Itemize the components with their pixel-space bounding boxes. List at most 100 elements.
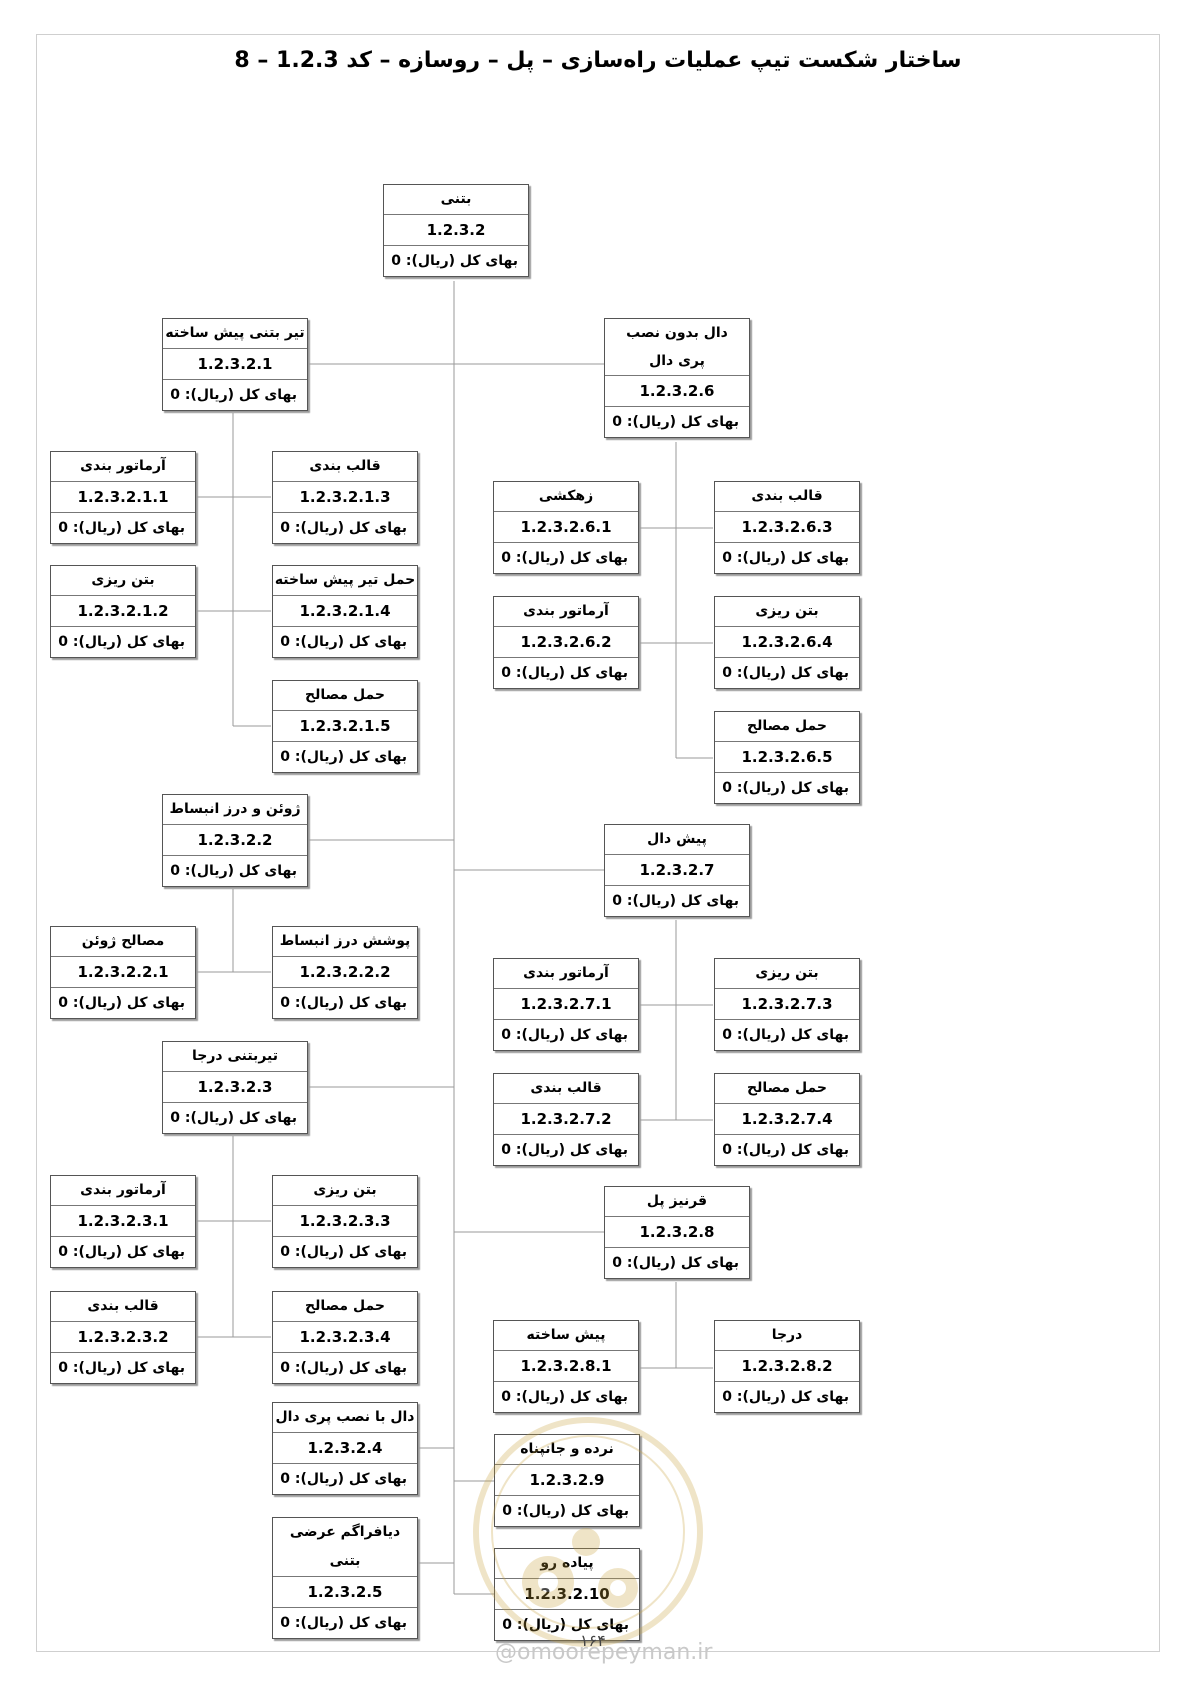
node-price: بهای کل (ریال): 0 [280, 1244, 407, 1260]
wbs-node-1.2.3.2.6.3: قالب بندی 1.2.3.2.6.3 بهای کل (ریال): 0 [714, 481, 860, 574]
node-code: 1.2.3.2.6.3 [715, 512, 859, 543]
wbs-node-1.2.3.2.7.3: بتن ریزی 1.2.3.2.7.3 بهای کل (ریال): 0 [714, 958, 860, 1051]
node-price: بهای کل (ریال): 0 [502, 1503, 629, 1519]
node-name: دال با نصب پری دال [273, 1403, 417, 1433]
node-code: 1.2.3.2.2 [163, 825, 307, 856]
node-price: بهای کل (ریال): 0 [501, 665, 628, 681]
node-price: بهای کل (ریال): 0 [280, 634, 407, 650]
node-name: بتن ریزی [273, 1176, 417, 1206]
node-price: بهای کل (ریال): 0 [612, 893, 739, 909]
node-price: بهای کل (ریال): 0 [501, 550, 628, 566]
wbs-node-1.2.3.2.6.1: زهکشی 1.2.3.2.6.1 بهای کل (ریال): 0 [493, 481, 639, 574]
wbs-node-1.2.3.2.6.4: بتن ریزی 1.2.3.2.6.4 بهای کل (ریال): 0 [714, 596, 860, 689]
node-code: 1.2.3.2.3 [163, 1072, 307, 1103]
node-price: بهای کل (ریال): 0 [722, 1142, 849, 1158]
wbs-node-1.2.3.2.1.2: بتن ریزی 1.2.3.2.1.2 بهای کل (ریال): 0 [50, 565, 196, 658]
wbs-node-1.2.3.2.8.1: پیش ساخته 1.2.3.2.8.1 بهای کل (ریال): 0 [493, 1320, 639, 1413]
node-code: 1.2.3.2.7.2 [494, 1104, 638, 1135]
node-name: دال بدون نصب پری دال [605, 319, 749, 376]
node-price: بهای کل (ریال): 0 [170, 1110, 297, 1126]
node-code: 1.2.3.2.8.1 [494, 1351, 638, 1382]
wbs-node-root: بتنی 1.2.3.2 بهای کل (ریال): 0 [383, 184, 529, 277]
wbs-node-1.2.3.2.3.1: آرماتور بندی 1.2.3.2.3.1 بهای کل (ریال):… [50, 1175, 196, 1268]
page-frame [36, 34, 1160, 1652]
watermark-text: @omoorepeyman.ir [495, 1640, 713, 1665]
wbs-node-1.2.3.2.1.3: قالب بندی 1.2.3.2.1.3 بهای کل (ریال): 0 [272, 451, 418, 544]
node-name: پوشش درز انبساط [273, 927, 417, 957]
wbs-node-1.2.3.2.3.4: حمل مصالح 1.2.3.2.3.4 بهای کل (ریال): 0 [272, 1291, 418, 1384]
node-code: 1.2.3.2.4 [273, 1433, 417, 1464]
node-name: زهکشی [494, 482, 638, 512]
wbs-node-1.2.3.2.8.2: درجا 1.2.3.2.8.2 بهای کل (ریال): 0 [714, 1320, 860, 1413]
node-name: بتن ریزی [715, 597, 859, 627]
node-name: آرماتور بندی [494, 959, 638, 989]
node-price: بهای کل (ریال): 0 [280, 749, 407, 765]
node-code: 1.2.3.2.7.3 [715, 989, 859, 1020]
node-price: بهای کل (ریال): 0 [58, 995, 185, 1011]
node-name: قالب بندی [273, 452, 417, 482]
wbs-node-1.2.3.2.3.2: قالب بندی 1.2.3.2.3.2 بهای کل (ریال): 0 [50, 1291, 196, 1384]
node-name: قالب بندی [51, 1292, 195, 1322]
node-name: مصالح ژوئن [51, 927, 195, 957]
node-name: حمل مصالح [273, 681, 417, 711]
node-code: 1.2.3.2.3.3 [273, 1206, 417, 1237]
node-name: قالب بندی [715, 482, 859, 512]
wbs-node-1.2.3.2.1: تیر بتنی پیش ساخته 1.2.3.2.1 بهای کل (ری… [162, 318, 308, 411]
wbs-node-1.2.3.2.6.2: آرماتور بندی 1.2.3.2.6.2 بهای کل (ریال):… [493, 596, 639, 689]
node-code: 1.2.3.2.6.2 [494, 627, 638, 658]
node-code: 1.2.3.2.6.4 [715, 627, 859, 658]
node-price: بهای کل (ریال): 0 [280, 1615, 407, 1631]
wbs-node-1.2.3.2.1.4: حمل تیر پیش ساخته 1.2.3.2.1.4 بهای کل (ر… [272, 565, 418, 658]
node-price: بهای کل (ریال): 0 [170, 387, 297, 403]
node-name: بتن ریزی [715, 959, 859, 989]
node-name: حمل تیر پیش ساخته [273, 566, 417, 596]
node-price: بهای کل (ریال): 0 [58, 520, 185, 536]
node-price: بهای کل (ریال): 0 [722, 665, 849, 681]
node-price: بهای کل (ریال): 0 [58, 1360, 185, 1376]
node-code: 1.2.3.2.1.3 [273, 482, 417, 513]
wbs-node-1.2.3.2.2.1: مصالح ژوئن 1.2.3.2.2.1 بهای کل (ریال): 0 [50, 926, 196, 1019]
node-name: حمل مصالح [715, 1074, 859, 1104]
node-price: بهای کل (ریال): 0 [501, 1142, 628, 1158]
wbs-node-1.2.3.2.7.1: آرماتور بندی 1.2.3.2.7.1 بهای کل (ریال):… [493, 958, 639, 1051]
wbs-node-1.2.3.2.6: دال بدون نصب پری دال 1.2.3.2.6 بهای کل (… [604, 318, 750, 438]
wbs-node-1.2.3.2.2: ژوئن و درز انبساط 1.2.3.2.2 بهای کل (ریا… [162, 794, 308, 887]
node-code: 1.2.3.2.7.4 [715, 1104, 859, 1135]
node-code: 1.2.3.2.1 [163, 349, 307, 380]
node-price: بهای کل (ریال): 0 [58, 1244, 185, 1260]
node-name: آرماتور بندی [494, 597, 638, 627]
node-code: 1.2.3.2.10 [495, 1579, 639, 1610]
wbs-node-1.2.3.2.10: پیاده رو 1.2.3.2.10 بهای کل (ریال): 0 [494, 1548, 640, 1641]
node-name: تیر بتنی پیش ساخته [163, 319, 307, 349]
node-code: 1.2.3.2.5 [273, 1577, 417, 1608]
node-code: 1.2.3.2.6.5 [715, 742, 859, 773]
wbs-node-1.2.3.2.6.5: حمل مصالح 1.2.3.2.6.5 بهای کل (ریال): 0 [714, 711, 860, 804]
wbs-node-1.2.3.2.7: پیش دال 1.2.3.2.7 بهای کل (ریال): 0 [604, 824, 750, 917]
node-code: 1.2.3.2.8.2 [715, 1351, 859, 1382]
node-name: نرده و جانپناه [495, 1435, 639, 1465]
node-code: 1.2.3.2.3.2 [51, 1322, 195, 1353]
node-price: بهای کل (ریال): 0 [58, 634, 185, 650]
page-number: ۱۶۴ [580, 1631, 606, 1650]
node-code: 1.2.3.2.1.5 [273, 711, 417, 742]
node-price: بهای کل (ریال): 0 [280, 1471, 407, 1487]
node-code: 1.2.3.2.8 [605, 1217, 749, 1248]
node-code: 1.2.3.2.3.4 [273, 1322, 417, 1353]
node-code: 1.2.3.2.2.2 [273, 957, 417, 988]
node-price: بهای کل (ریال): 0 [722, 550, 849, 566]
node-price: بهای کل (ریال): 0 [501, 1027, 628, 1043]
wbs-node-1.2.3.2.4: دال با نصب پری دال 1.2.3.2.4 بهای کل (ری… [272, 1402, 418, 1495]
node-name: درجا [715, 1321, 859, 1351]
node-price: بهای کل (ریال): 0 [612, 1255, 739, 1271]
wbs-node-1.2.3.2.3.3: بتن ریزی 1.2.3.2.3.3 بهای کل (ریال): 0 [272, 1175, 418, 1268]
node-code: 1.2.3.2.9 [495, 1465, 639, 1496]
node-price: بهای کل (ریال): 0 [612, 414, 739, 430]
node-name: دیافراگم عرضی بتنی [273, 1518, 417, 1577]
wbs-node-1.2.3.2.3: تیربتنی درجا 1.2.3.2.3 بهای کل (ریال): 0 [162, 1041, 308, 1134]
wbs-node-1.2.3.2.8: قرنیز پل 1.2.3.2.8 بهای کل (ریال): 0 [604, 1186, 750, 1279]
node-code: 1.2.3.2.2.1 [51, 957, 195, 988]
node-name: پیش ساخته [494, 1321, 638, 1351]
node-price: بهای کل (ریال): 0 [170, 863, 297, 879]
node-price: بهای کل (ریال): 0 [280, 995, 407, 1011]
